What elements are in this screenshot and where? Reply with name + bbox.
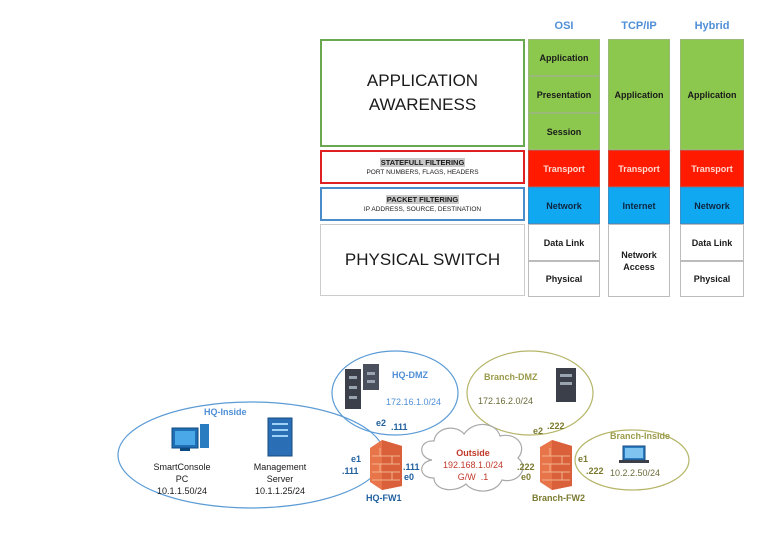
physical-switch-label: PHYSICAL SWITCH [344,250,501,269]
packet-filtering-subtitle: IP ADDRESS, SOURCE, DESTINATION [363,206,482,213]
hq-dmz-subnet: 172.16.1.0/24 [386,397,442,407]
outside-cloud [421,423,524,492]
osi-layer-physical: Physical [528,261,600,297]
stateful-filtering-subtitle: PORT NUMBERS, FLAGS, HEADERS [366,169,479,176]
branch-inside-label: Branch-Inside [610,431,671,441]
branch-fw-label: Branch-FW2 [532,493,586,503]
smartconsole-name-line2: PC [175,474,189,484]
osi-layer-network: Network [528,187,600,224]
management-server-icon [267,417,293,457]
hybrid-layer-network: Network [680,187,744,224]
osi-header: OSI [554,20,574,32]
osi-layer-data-link: Data Link [528,224,600,261]
tcpip-layer-network-access: Network Access [608,224,670,297]
hq-fw-e2-label: e2 [376,418,387,428]
packet-filtering-title: PACKET FILTERING [385,195,460,204]
hq-dmz-zone [331,350,459,436]
branch-inside-ip: 10.2.2.50/24 [610,468,661,478]
hq-dmz-label: HQ-DMZ [392,370,428,380]
branch-dmz-label: Branch-DMZ [484,372,538,382]
hq-fw-e1-label: e1 [351,454,362,464]
osi-layer-transport: Transport [528,150,600,187]
branch-dmz-zone [466,350,594,436]
branch-dmz-subnet: 172.16.2.0/24 [478,396,534,406]
stateful-filtering-title: STATEFULL FILTERING [379,158,466,167]
branch-fw-e2-label: e2 [533,426,544,436]
branch-fw-e2-ip: .222 [547,421,565,431]
outside-subnet: 192.168.1.0/24 [442,460,504,470]
application-awareness-box: APPLICATION AWARENESS [320,39,525,147]
hq-fw-e1-ip: .111 [342,466,359,476]
hybrid-layer-physical: Physical [680,261,744,297]
outside-label: Outside [456,448,490,458]
tcpip-layer-application: Application [608,39,670,150]
hq-fw-e0-ip: .111 [403,462,420,472]
osi-layer-session: Session [528,113,600,150]
management-server-ip: 10.1.1.25/24 [254,486,306,496]
hybrid-layer-data-link: Data Link [680,224,744,261]
branch-fw-e0-ip: .222 [517,462,535,472]
tcpip-layer-transport: Transport [608,150,670,187]
smartconsole-pc-icon [171,424,209,451]
tcpip-layer-internet: Internet [608,187,670,224]
management-server-name-line1: Management [253,462,307,472]
stateful-filtering-box: STATEFULL FILTERING PORT NUMBERS, FLAGS,… [320,150,525,184]
smartconsole-ip: 10.1.1.50/24 [156,486,208,496]
smartconsole-name-line1: SmartConsole [153,462,211,472]
tcpip-network-access-label: Network Access [621,249,657,272]
branch-inside-zone [574,429,690,491]
hq-fw-label: HQ-FW1 [366,493,402,503]
outside-gateway: G/W .1 [457,472,489,482]
osi-layer-presentation: Presentation [528,76,600,113]
branch-fw-e1-label: e1 [578,454,589,464]
branch-firewall-icon [540,440,572,490]
branch-fw-e0-label: e0 [521,472,532,482]
application-awareness-line1: APPLICATION [366,71,479,90]
hybrid-layer-transport: Transport [680,150,744,187]
branch-inside-laptop-icon [619,445,649,463]
hq-firewall-icon [370,440,402,490]
physical-switch-box: PHYSICAL SWITCH [320,224,525,296]
application-awareness-line2: AWARENESS [368,95,477,114]
hq-fw-e0-label: e0 [404,472,415,482]
hybrid-header: Hybrid [694,20,730,32]
hybrid-layer-application: Application [680,39,744,150]
packet-filtering-box: PACKET FILTERING IP ADDRESS, SOURCE, DES… [320,187,525,221]
branch-dmz-server-icon [556,368,576,402]
hq-dmz-server-icon [345,364,379,409]
branch-fw-e1-ip: .222 [586,466,604,476]
osi-layer-application: Application [528,39,600,76]
tcpip-header: TCP/IP [621,20,657,32]
hq-inside-label: HQ-Inside [204,407,247,417]
hq-fw-e2-ip: .111 [391,422,408,432]
management-server-name-line2: Server [266,474,294,484]
